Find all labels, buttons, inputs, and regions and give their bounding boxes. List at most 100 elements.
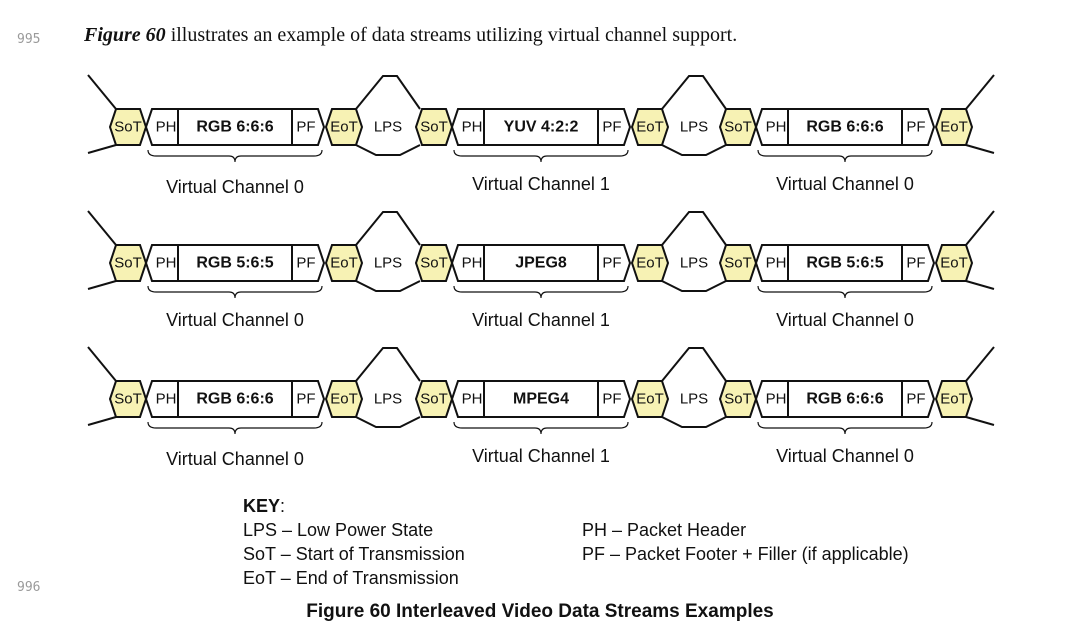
packet-footer-label: PF bbox=[906, 391, 925, 408]
lps-shape bbox=[355, 347, 421, 428]
key-entry-sot: SoT – Start of Transmission bbox=[243, 544, 465, 564]
virtual-channel-label: Virtual Channel 1 bbox=[472, 446, 610, 466]
packet-outline bbox=[450, 380, 632, 418]
packet-footer-label: PF bbox=[296, 391, 315, 408]
key-legend-right: PH – Packet Header PF – Packet Footer + … bbox=[582, 518, 909, 566]
packet-outline bbox=[450, 108, 632, 146]
packet: PH MPEG4 PF Virtual Channel 1 bbox=[450, 380, 632, 466]
key-entry-lps: LPS – Low Power State bbox=[243, 520, 434, 540]
stream-end-line bbox=[965, 74, 995, 110]
key-entry-eot: EoT – End of Transmission bbox=[243, 568, 459, 588]
stream-end-line bbox=[965, 210, 995, 246]
stream-end-line bbox=[965, 416, 995, 426]
packet-outline bbox=[754, 244, 936, 282]
packet-header-label: PH bbox=[766, 119, 787, 136]
eot-label: EoT bbox=[940, 119, 968, 136]
line-number: 996 bbox=[17, 580, 41, 595]
lps-shape bbox=[661, 211, 727, 292]
stream-end-line bbox=[965, 144, 995, 154]
payload-label: JPEG8 bbox=[515, 255, 567, 272]
lps-shape bbox=[661, 347, 727, 428]
lps-shape bbox=[355, 211, 421, 292]
eot-label: EoT bbox=[330, 119, 358, 136]
packet-header-label: PH bbox=[156, 391, 177, 408]
intro-text: illustrates an example of data streams u… bbox=[165, 24, 738, 46]
packet-outline bbox=[144, 380, 326, 418]
eot-label: EoT bbox=[636, 119, 664, 136]
packet-footer-label: PF bbox=[602, 391, 621, 408]
eot-label: EoT bbox=[636, 255, 664, 272]
eot-label: EoT bbox=[940, 391, 968, 408]
packet-footer-label: PF bbox=[296, 119, 315, 136]
stream-start-line bbox=[87, 210, 117, 246]
packet-outline bbox=[754, 108, 936, 146]
eot-label: EoT bbox=[940, 255, 968, 272]
sot-label: SoT bbox=[724, 119, 752, 136]
virtual-channel-label: Virtual Channel 0 bbox=[776, 446, 914, 466]
stream-end-line bbox=[965, 346, 995, 382]
sot-label: SoT bbox=[420, 255, 448, 272]
packet-outline bbox=[450, 244, 632, 282]
eot-shape bbox=[630, 380, 670, 418]
virtual-channel-label: Virtual Channel 0 bbox=[776, 310, 914, 330]
packet-footer-label: PF bbox=[906, 119, 925, 136]
payload-label: RGB 5:6:5 bbox=[196, 255, 273, 272]
packet-footer-label: PF bbox=[906, 255, 925, 272]
virtual-channel-label: Virtual Channel 0 bbox=[776, 174, 914, 194]
intro-paragraph: Figure 60 illustrates an example of data… bbox=[84, 24, 737, 47]
channel-brace bbox=[453, 421, 629, 435]
line-number: 995 bbox=[17, 32, 41, 47]
sot-label: SoT bbox=[420, 391, 448, 408]
virtual-channel-label: Virtual Channel 1 bbox=[472, 310, 610, 330]
payload-label: RGB 6:6:6 bbox=[196, 391, 273, 408]
payload-label: RGB 5:6:5 bbox=[806, 255, 883, 272]
payload-label: MPEG4 bbox=[513, 391, 569, 408]
packet-header-label: PH bbox=[462, 119, 483, 136]
key-entry-ph: PH – Packet Header bbox=[582, 520, 747, 540]
channel-brace bbox=[757, 421, 933, 435]
packet-footer-label: PF bbox=[602, 119, 621, 136]
payload-label: YUV 4:2:2 bbox=[504, 119, 579, 136]
channel-brace bbox=[757, 285, 933, 299]
sot-label: SoT bbox=[114, 255, 142, 272]
eot-shape bbox=[324, 380, 364, 418]
sot-label: SoT bbox=[420, 119, 448, 136]
lps-shape bbox=[355, 75, 421, 156]
virtual-channel-label: Virtual Channel 1 bbox=[472, 174, 610, 194]
figure-reference: Figure 60 bbox=[84, 24, 166, 46]
eot-shape bbox=[934, 244, 974, 282]
eot-label: EoT bbox=[636, 391, 664, 408]
eot-shape bbox=[324, 108, 364, 146]
stream-start-line bbox=[87, 144, 117, 154]
channel-brace bbox=[453, 149, 629, 163]
sot-label: SoT bbox=[724, 391, 752, 408]
figure-caption: Figure 60 Interleaved Video Data Streams… bbox=[306, 601, 774, 622]
packet: PH YUV 4:2:2 PF Virtual Channel 1 bbox=[450, 108, 632, 194]
stream-start-line bbox=[87, 416, 117, 426]
packet-header-label: PH bbox=[156, 119, 177, 136]
channel-brace bbox=[147, 149, 323, 163]
packet-outline bbox=[144, 244, 326, 282]
key-legend: KEY: LPS – Low Power State SoT – Start o… bbox=[243, 494, 465, 590]
eot-label: EoT bbox=[330, 391, 358, 408]
lps-shape bbox=[661, 75, 727, 156]
stream-start-line bbox=[87, 74, 117, 110]
packet-header-label: PH bbox=[462, 391, 483, 408]
lps-label: LPS bbox=[374, 119, 402, 136]
packet-header-label: PH bbox=[766, 255, 787, 272]
channel-brace bbox=[147, 421, 323, 435]
lps-label: LPS bbox=[374, 255, 402, 272]
packet-header-label: PH bbox=[766, 391, 787, 408]
sot-label: SoT bbox=[114, 391, 142, 408]
key-colon: : bbox=[280, 496, 286, 516]
eot-shape bbox=[630, 108, 670, 146]
stream-row: SoT PH RGB 6:6:6 PF Virtual Channel 0 EoT LPS S… bbox=[87, 74, 995, 197]
packet-header-label: PH bbox=[462, 255, 483, 272]
packet-footer-label: PF bbox=[296, 255, 315, 272]
payload-label: RGB 6:6:6 bbox=[196, 119, 273, 136]
